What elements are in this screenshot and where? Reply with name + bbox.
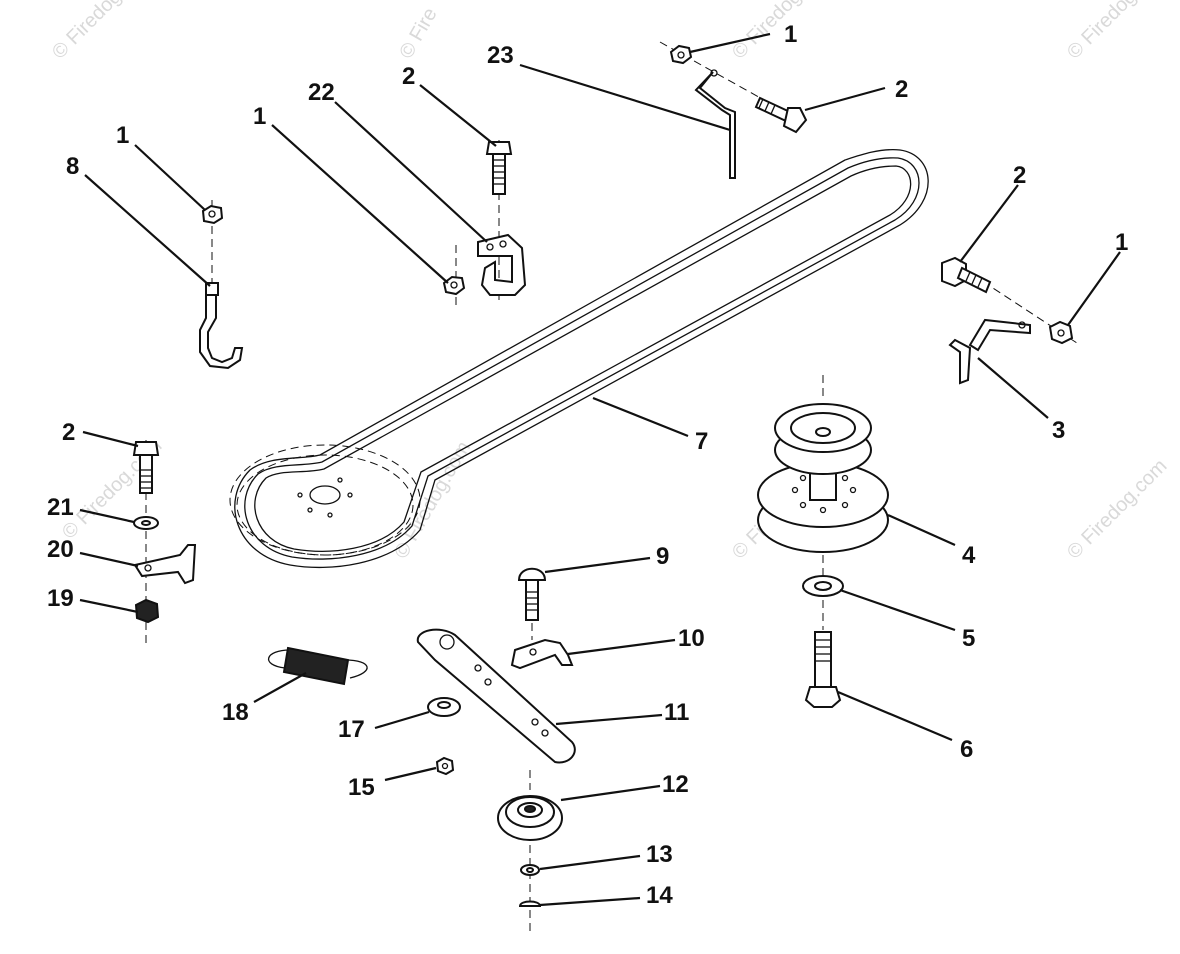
bolt-9 [517,567,547,640]
callout-1: 1 [1115,229,1128,256]
callout-1: 1 [784,21,797,48]
callout-20: 20 [47,536,74,563]
washer-17 [427,697,461,717]
idler-pulley-12 [497,770,563,841]
bracket-22 [477,233,527,296]
nut-19 [134,598,160,624]
callout-9: 9 [656,543,669,570]
belt-7 [229,149,929,569]
callout-22: 22 [308,79,335,106]
nut-15 [435,756,455,776]
callout-7: 7 [695,428,708,455]
spring-18 [267,646,368,686]
callout-2: 2 [895,76,908,103]
callout-labels: 1 2 23 2 22 1 8 1 2 1 3 7 2 21 20 19 4 5… [47,21,1128,909]
callout-19: 19 [47,585,74,612]
watermark: © Fire [395,4,441,62]
washer-21 [133,516,159,530]
bolt-2-right [941,256,992,294]
callout-21: 21 [47,494,74,521]
callout-4: 4 [962,542,976,569]
bolt-2-vertical [485,140,513,300]
idler-arm-11 [416,628,576,764]
callout-2: 2 [402,63,415,90]
bolt-2-left [132,440,160,645]
callout-6: 6 [960,736,973,763]
callout-3: 3 [1052,417,1065,444]
callout-1: 1 [253,103,266,130]
leader-lines [79,32,1121,907]
nut-1-b [442,245,466,310]
callout-13: 13 [646,841,673,868]
watermark: © Firedog.com [390,438,475,563]
callout-2: 2 [1013,162,1026,189]
bracket-20 [133,544,197,585]
callout-23: 23 [487,42,514,69]
pulley-4 [757,375,889,553]
bolt-6 [804,600,842,708]
callout-10: 10 [678,625,705,652]
nut-1 [669,44,693,65]
watermark: © Firedog.com [728,0,837,64]
washer-5 [802,555,844,597]
callout-1: 1 [116,122,129,149]
bolt-2 [754,96,808,134]
callout-2: 2 [62,419,75,446]
watermark: © Firedog.com [1063,455,1172,564]
callout-17: 17 [338,716,365,743]
callout-14: 14 [646,882,673,909]
bracket-10 [510,638,574,670]
callout-15: 15 [348,774,375,801]
callout-8: 8 [66,153,79,180]
nut-1-right [1048,320,1074,345]
watermark-group: © Firedog.com © Fire © Firedog.com © Fir… [48,0,1172,564]
bracket-3 [948,259,1081,385]
watermark: © Firedog.com [1063,0,1172,64]
washer-13 [520,845,540,935]
hook-rod-8 [199,200,244,370]
part-14 [518,900,542,907]
callout-12: 12 [662,771,689,798]
callout-11: 11 [664,699,689,726]
callout-5: 5 [962,625,975,652]
callout-18: 18 [222,699,249,726]
watermark: © Firedog.com [48,0,157,64]
